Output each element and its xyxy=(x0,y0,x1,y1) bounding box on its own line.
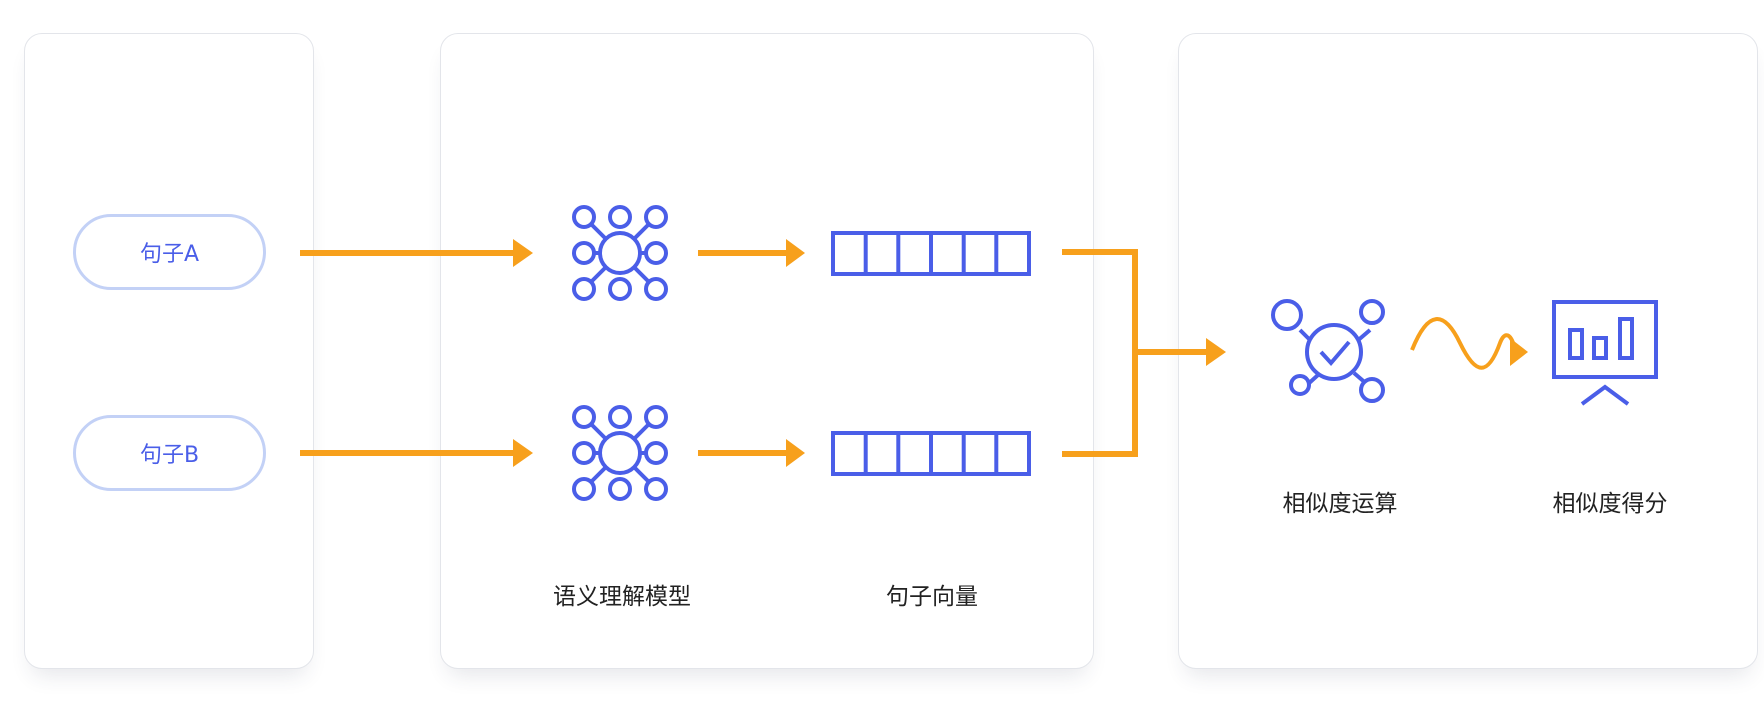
wave-arrow xyxy=(1410,317,1528,370)
sentence-b-pill: 句子B xyxy=(73,415,266,491)
arrow-a-to-model xyxy=(300,239,533,267)
merge-arrow xyxy=(1062,249,1226,457)
neural-network-icon xyxy=(572,205,668,301)
neural-network-icon xyxy=(572,405,668,501)
model-panel xyxy=(440,33,1094,669)
bar-chart-presentation-icon xyxy=(1552,300,1658,406)
arrow-model-to-vector-b xyxy=(698,439,805,467)
output-panel xyxy=(1178,33,1758,669)
sentence-a-pill: 句子A xyxy=(73,214,266,290)
model-label: 语义理解模型 xyxy=(553,584,691,610)
input-panel xyxy=(24,33,314,669)
vector-cells-icon xyxy=(831,231,1031,276)
vector-label: 句子向量 xyxy=(886,584,978,610)
arrow-b-to-model xyxy=(300,439,533,467)
similarity-score-label: 相似度得分 xyxy=(1552,491,1668,517)
similarity-operation-label: 相似度运算 xyxy=(1282,491,1398,517)
network-check-icon xyxy=(1271,299,1385,403)
arrow-model-to-vector-a xyxy=(698,239,805,267)
vector-cells-icon xyxy=(831,431,1031,476)
